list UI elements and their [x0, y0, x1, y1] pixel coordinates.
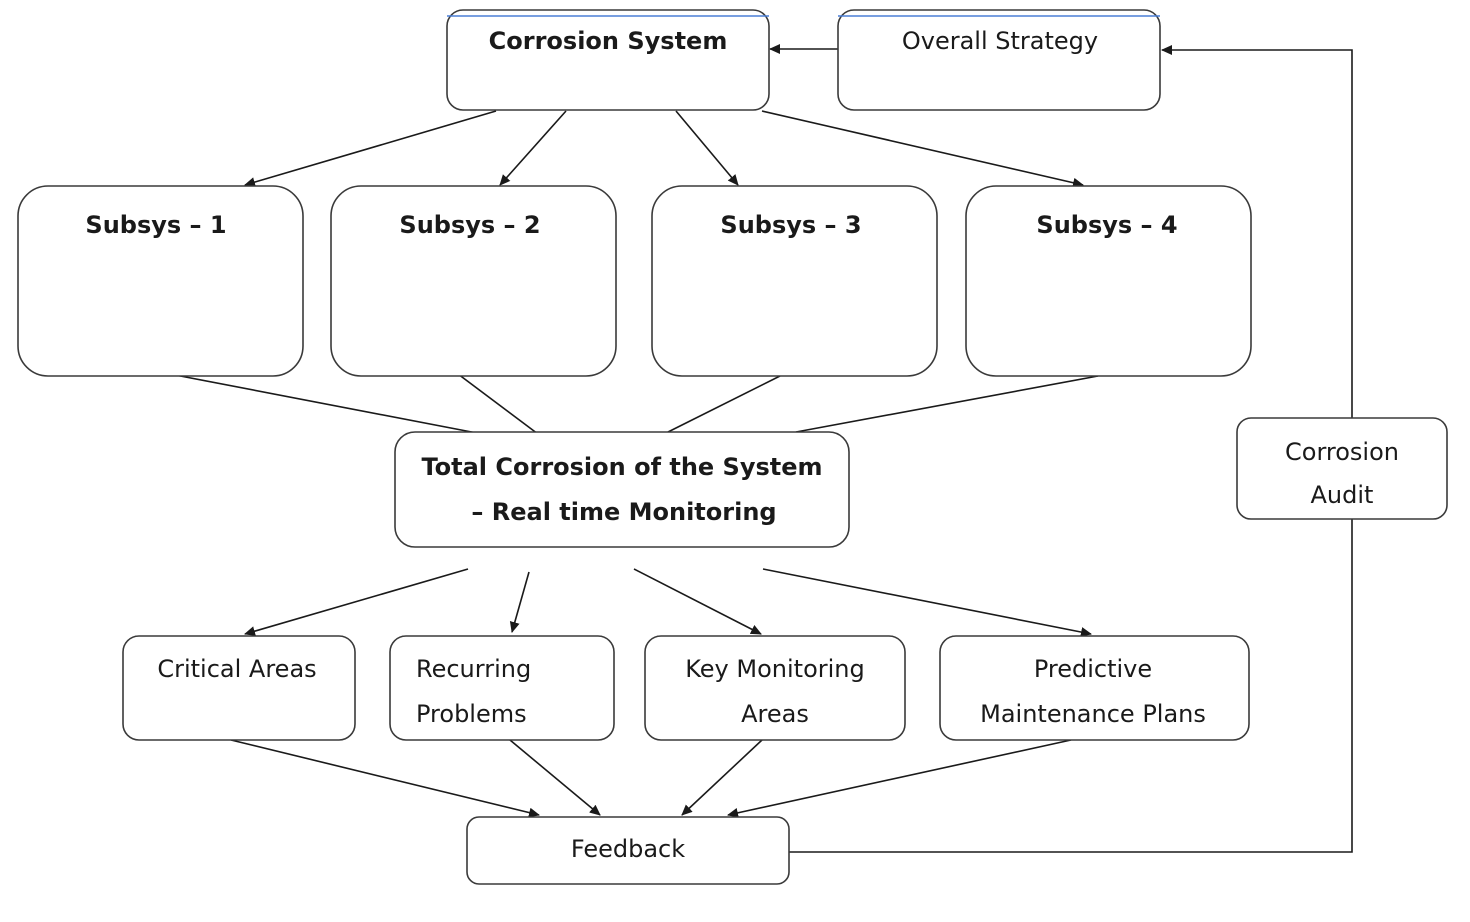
line-subsys-4-to-total — [795, 375, 1099, 433]
node-predictive-maintenance: Predictive Maintenance Plans — [939, 635, 1250, 741]
corrosion-system-label: Corrosion System — [489, 27, 728, 55]
node-critical-areas: Critical Areas — [122, 635, 356, 741]
line-feedback-to-audit — [789, 519, 1353, 853]
subsys-2-label: Subsys – 2 — [399, 211, 540, 239]
arrow-system-to-subsys-1 — [244, 110, 497, 187]
critical-areas-label: Critical Areas — [157, 655, 316, 683]
subsys-3-label: Subsys – 3 — [720, 211, 861, 239]
corrosion-audit-label-line2: Audit — [1311, 481, 1374, 509]
node-subsys-1: Subsys – 1 — [17, 185, 304, 377]
arrow-audit-to-strategy — [1161, 45, 1353, 418]
corrosion-audit-label-line1: Corrosion — [1285, 438, 1399, 466]
predictive-label-line1: Predictive — [1034, 655, 1152, 683]
arrow-total-to-recurring — [509, 571, 530, 633]
total-monitoring-label-line1: Total Corrosion of the System — [421, 453, 822, 481]
arrow-predictive-to-feedback — [727, 739, 1072, 818]
arrow-critical-to-feedback — [230, 739, 540, 818]
arrow-system-to-subsys-2 — [499, 110, 567, 186]
node-recurring-problems: Recurring Problems — [389, 635, 615, 741]
node-subsys-2: Subsys – 2 — [330, 185, 617, 377]
predictive-label-line2: Maintenance Plans — [980, 700, 1206, 728]
arrow-key-to-feedback — [681, 739, 763, 816]
recurring-problems-label-line1: Recurring — [416, 655, 531, 683]
node-corrosion-system: Corrosion System — [446, 9, 770, 111]
node-subsys-3: Subsys – 3 — [651, 185, 938, 377]
overall-strategy-label: Overall Strategy — [902, 27, 1098, 55]
key-monitoring-label-line1: Key Monitoring — [685, 655, 864, 683]
recurring-problems-label-line2: Problems — [416, 700, 527, 728]
node-feedback: Feedback — [466, 816, 790, 885]
line-subsys-2-to-total — [453, 370, 539, 435]
node-total-monitoring: Total Corrosion of the System – Real tim… — [394, 431, 850, 548]
arrow-total-to-key — [633, 568, 762, 635]
node-subsys-4: Subsys – 4 — [965, 185, 1252, 377]
connectors — [169, 44, 1353, 853]
line-subsys-3-to-total — [667, 375, 781, 433]
node-overall-strategy: Overall Strategy — [837, 9, 1161, 111]
arrow-total-to-critical — [244, 568, 469, 637]
subsys-4-label: Subsys – 4 — [1036, 211, 1177, 239]
total-monitoring-label-line2: – Real time Monitoring — [471, 498, 776, 526]
arrow-system-to-subsys-4 — [761, 110, 1084, 188]
line-subsys-1-to-total — [169, 373, 483, 435]
node-corrosion-audit: Corrosion Audit — [1236, 417, 1448, 520]
arrow-total-to-predictive — [762, 568, 1092, 637]
feedback-label: Feedback — [571, 835, 685, 863]
key-monitoring-label-line2: Areas — [741, 700, 809, 728]
node-key-monitoring-areas: Key Monitoring Areas — [644, 635, 906, 741]
arrow-recurring-to-feedback — [509, 739, 601, 816]
subsys-1-label: Subsys – 1 — [85, 211, 226, 239]
arrow-system-to-subsys-3 — [675, 110, 739, 186]
